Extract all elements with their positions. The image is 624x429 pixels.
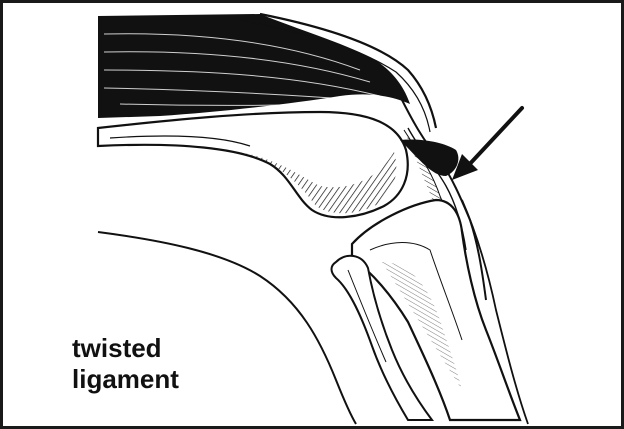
arrow-icon xyxy=(452,108,522,180)
leg-outline xyxy=(98,232,356,424)
caption-line-2: ligament xyxy=(72,364,179,395)
caption-line-1: twisted xyxy=(72,333,179,364)
femur-bone xyxy=(98,112,408,217)
caption: twisted ligament xyxy=(72,333,179,395)
